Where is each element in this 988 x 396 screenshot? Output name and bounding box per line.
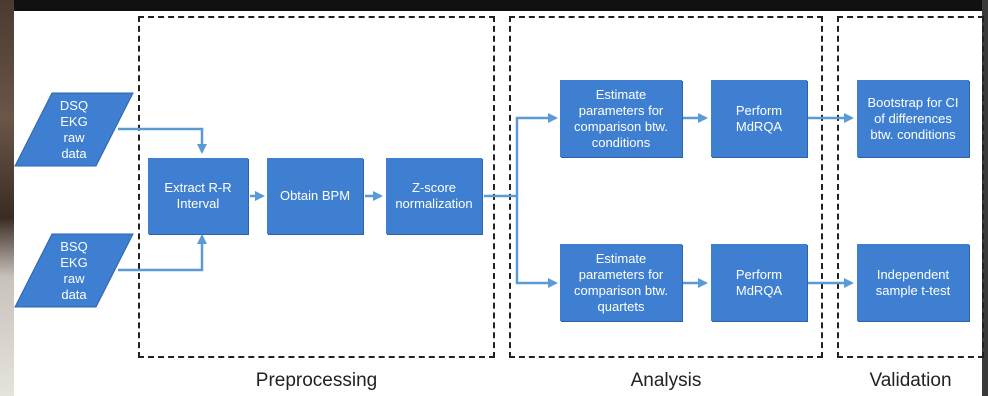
left-photo-edge (0, 0, 14, 396)
dsq-parallelogram-shape (14, 92, 134, 167)
obtain-bpm-box: Obtain BPM (267, 158, 363, 234)
bsq-input-node: BSQ EKG raw data (14, 233, 134, 308)
arrow-split-to-conditions (515, 113, 558, 196)
validation-label: Validation (869, 370, 952, 391)
estimate-conditions-box: Estimate parameters for comparison btw. … (560, 80, 682, 157)
right-edge (982, 0, 988, 396)
validation-group (837, 16, 984, 358)
mdrqa-top-box: Perform MdRQA (711, 80, 807, 157)
analysis-group (509, 16, 823, 358)
mdrqa-bottom-box: Perform MdRQA (711, 244, 807, 321)
extract-rr-interval-box: Extract R-R Interval (148, 158, 248, 234)
arrow-bsq-to-extract (118, 234, 207, 272)
preprocessing-label: Preprocessing (255, 370, 378, 391)
estimate-quartets-box: Estimate parameters for comparison btw. … (560, 244, 682, 321)
preprocessing-group (138, 16, 495, 358)
arrow-dsq-to-extract (118, 127, 207, 154)
dsq-input-node: DSQ EKG raw data (14, 92, 134, 167)
independent-t-test-box: Independent sample t-test (857, 244, 969, 321)
bsq-parallelogram-shape (14, 233, 134, 308)
dsq-input-label: DSQ EKG raw data (59, 97, 89, 161)
top-bar (0, 0, 988, 11)
analysis-label: Analysis (630, 370, 702, 391)
arrow-split-to-quartets (515, 196, 558, 288)
zscore-normalization-box: Z-score normalization (386, 158, 482, 234)
bootstrap-ci-box: Bootstrap for CI of differences btw. con… (857, 80, 969, 157)
bsq-input-label: BSQ EKG raw data (60, 238, 88, 302)
